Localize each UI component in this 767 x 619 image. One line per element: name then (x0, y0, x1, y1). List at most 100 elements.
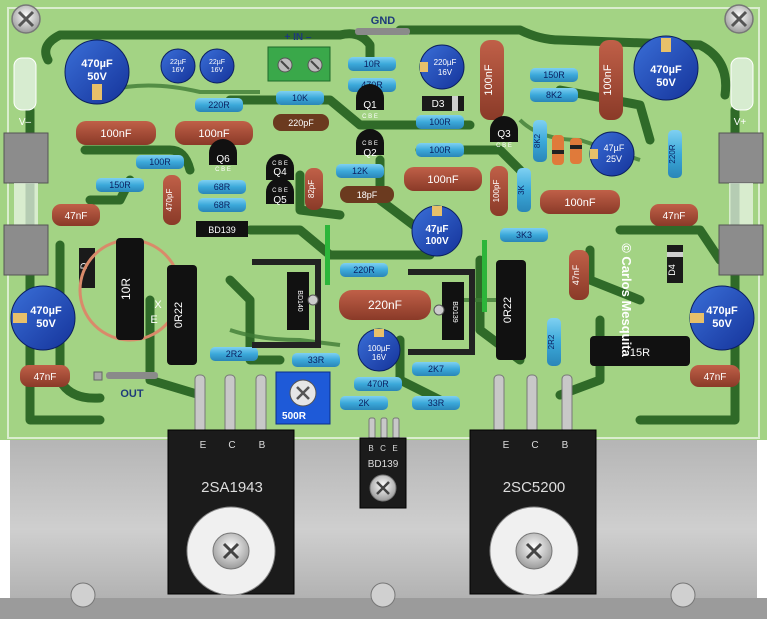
svg-text:C B E: C B E (362, 141, 378, 147)
svg-text:Q1: Q1 (363, 100, 377, 111)
svg-text:22µF: 22µF (209, 59, 225, 66)
svg-text:15R: 15R (630, 347, 650, 359)
svg-text:2SA1943: 2SA1943 (201, 479, 263, 496)
capacitor-220nf: 220nF (339, 290, 431, 320)
copper-traces (25, 25, 740, 425)
svg-text:50V: 50V (712, 318, 732, 330)
capacitor-electrolytic-top-right: 470µF 50V (633, 35, 699, 101)
svg-text:B: B (562, 440, 569, 451)
bottom-pads (93, 371, 103, 381)
resistor-100r-left: 100R (136, 155, 184, 169)
silk-mark-e: E (150, 314, 157, 326)
svg-text:Q6: Q6 (216, 154, 230, 165)
wire-jumpers (325, 225, 487, 312)
svg-text:12K: 12K (352, 166, 368, 176)
svg-text:Q2: Q2 (363, 148, 377, 159)
resistor-8k2-right: 8K2 (530, 88, 578, 102)
svg-text:100nF: 100nF (564, 197, 595, 209)
resistor-2r2-vertical: 2R2 (547, 318, 561, 366)
svg-text:E: E (200, 440, 207, 451)
resistor-10r-top: 10R (348, 57, 396, 71)
capacitor-electrolytic-bottom-right: 470µF 50V (689, 285, 755, 351)
svg-text:100nF: 100nF (602, 64, 614, 95)
svg-text:16V: 16V (438, 68, 453, 77)
svg-text:C B E: C B E (272, 161, 288, 167)
svg-text:BD139: BD139 (451, 301, 458, 323)
capacitor-47uf-25v: 47µF 25V (589, 131, 635, 177)
svg-text:C: C (531, 440, 538, 451)
svg-text:47nF: 47nF (65, 211, 88, 222)
resistor-3k3: 3K3 (500, 228, 548, 242)
svg-text:220nF: 220nF (368, 298, 402, 312)
input-label: + IN – (285, 32, 312, 43)
resistor-0r22-right: 0R22 (496, 260, 526, 360)
svg-text:B: B (259, 440, 266, 451)
v-plus-label: V+ (734, 117, 747, 128)
capacitor-100pf: 100pF (490, 166, 508, 216)
svg-text:0R22: 0R22 (502, 297, 514, 323)
capacitor-100nf-b: 100nF (175, 121, 253, 145)
svg-text:100nF: 100nF (100, 128, 131, 140)
capacitor-47uf-100v: 47µF 100V (411, 205, 463, 257)
svg-text:25V: 25V (606, 154, 622, 164)
svg-text:16V: 16V (172, 67, 185, 74)
transistor-q1: Q1 C B E (356, 84, 384, 120)
transistor-bd139-mid: BD139 (408, 269, 475, 355)
fuse-holder-left (3, 57, 49, 276)
svg-text:220pF: 220pF (288, 118, 314, 128)
resistor-150r-right: 150R (530, 68, 578, 82)
diode-d4: D4 (667, 245, 683, 283)
resistor-68r-b: 68R (198, 198, 246, 212)
svg-text:E: E (392, 444, 397, 453)
resistor-3k-vertical: 3K (517, 168, 531, 212)
svg-text:18pF: 18pF (357, 190, 378, 200)
svg-text:16V: 16V (372, 353, 387, 362)
capacitor-220uf: 220µF 16V (419, 44, 465, 90)
transistor-bd139-top: BD139 (196, 221, 248, 237)
svg-text:100R: 100R (429, 145, 451, 155)
capacitor-electrolytic-top-left: 470µF 50V (64, 39, 130, 105)
transistor-q4: Q4C B E (266, 154, 294, 180)
capacitor-100nf-f: 100nF (540, 190, 620, 214)
svg-text:Q5: Q5 (273, 195, 287, 206)
power-transistor-2sa1943: E C B 2SA1943 (167, 429, 295, 596)
svg-text:D3: D3 (432, 99, 445, 110)
diode-small-pair (552, 135, 582, 165)
resistor-220r-mid: 220R (340, 263, 388, 277)
svg-text:50V: 50V (87, 71, 107, 83)
svg-text:C: C (380, 444, 386, 453)
capacitor-47nf-c: 47nF (569, 250, 589, 300)
svg-text:Q3: Q3 (497, 129, 511, 140)
trimmer-potentiometer[interactable]: 500R (275, 371, 331, 425)
svg-text:100µF: 100µF (368, 344, 391, 353)
capacitor-22uf-b: 22µF 16V (199, 48, 235, 84)
svg-text:C B E: C B E (362, 114, 378, 120)
gnd-label: GND (371, 15, 396, 27)
svg-text:150R: 150R (543, 70, 565, 80)
svg-text:10R: 10R (364, 59, 381, 69)
transistor-bd139-heatsink: B C E BD139 (359, 437, 407, 509)
svg-text:3K: 3K (517, 184, 526, 194)
svg-text:2R2: 2R2 (226, 349, 243, 359)
svg-text:100V: 100V (425, 236, 449, 247)
svg-text:220R: 220R (668, 144, 677, 163)
svg-text:D4: D4 (667, 264, 677, 276)
svg-text:22µF: 22µF (170, 59, 186, 66)
input-terminal-block (267, 46, 331, 82)
out-label: OUT (120, 388, 144, 400)
svg-text:8K2: 8K2 (533, 133, 542, 148)
resistor-2k7: 2K7 (412, 362, 460, 376)
resistor-33r-a: 33R (292, 353, 340, 367)
svg-text:33R: 33R (428, 398, 445, 408)
power-transistor-legs (194, 374, 573, 441)
transistor-bd140: BD140 (252, 259, 321, 348)
svg-text:C B E: C B E (215, 167, 231, 173)
svg-text:100nF: 100nF (483, 64, 495, 95)
svg-text:100pF: 100pF (492, 180, 501, 203)
svg-text:47nF: 47nF (34, 372, 57, 383)
resistor-12k: 12K (336, 164, 384, 178)
svg-text:47µF: 47µF (604, 143, 625, 153)
capacitor-22uf-a: 22µF 16V (160, 48, 196, 84)
svg-text:BD139: BD139 (208, 225, 236, 235)
resistor-33r-b: 33R (412, 396, 460, 410)
